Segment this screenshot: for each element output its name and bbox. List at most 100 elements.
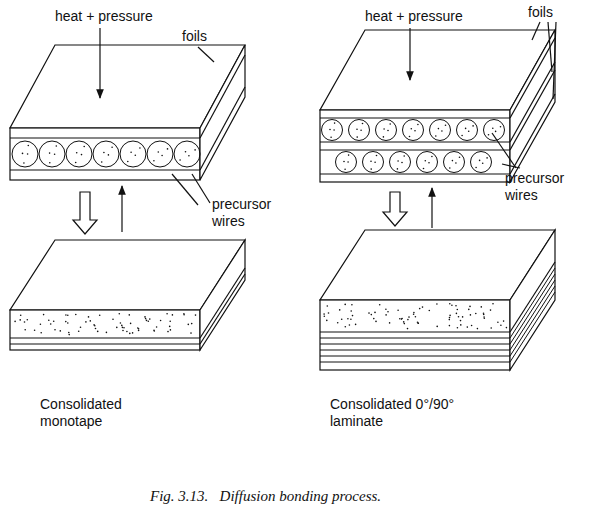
wire-dot <box>194 149 196 151</box>
wire-dot <box>330 137 332 139</box>
wire-dot <box>425 160 427 162</box>
part-label: precursor wires <box>212 196 292 230</box>
wire-dot <box>161 155 163 157</box>
wire-dot <box>362 123 364 125</box>
matrix-dot <box>389 322 391 324</box>
ply-line <box>320 350 510 351</box>
wire-dot <box>445 124 447 126</box>
matrix-dot <box>449 303 451 305</box>
matrix-dot <box>68 332 70 334</box>
matrix-dot <box>349 324 351 326</box>
matrix-dot <box>462 316 464 318</box>
matrix-dot <box>368 312 370 314</box>
matrix-dot <box>457 327 459 329</box>
matrix-dot <box>374 312 376 314</box>
matrix-dot <box>60 330 62 332</box>
matrix-dot <box>67 315 69 317</box>
wire-dot <box>465 128 467 130</box>
precursor-wire <box>363 152 384 173</box>
matrix-dot <box>126 331 128 333</box>
wire-dot <box>348 154 350 156</box>
matrix-dot <box>379 304 381 306</box>
wire-dot <box>468 130 470 132</box>
matrix-dot <box>43 314 45 316</box>
matrix-dot <box>429 310 431 312</box>
matrix-dot <box>65 321 67 323</box>
matrix-dot <box>40 332 42 334</box>
wire-dot <box>482 162 484 164</box>
matrix-dot <box>166 313 168 315</box>
ply-line <box>510 274 555 344</box>
part-label: precursor wires <box>505 170 585 204</box>
wire-dot <box>344 169 346 171</box>
matrix-dot <box>160 320 162 322</box>
matrix-dot <box>326 320 328 322</box>
wire-dot <box>343 161 345 163</box>
matrix-dot <box>90 320 92 322</box>
wire-dot <box>139 147 141 149</box>
ply-line <box>320 356 510 357</box>
wire-dot <box>397 168 399 170</box>
matrix-dot <box>355 324 357 326</box>
wire-dot <box>329 129 331 131</box>
precursor-wire <box>93 141 119 167</box>
wire-dot <box>334 122 336 124</box>
wire-dot <box>49 152 51 154</box>
matrix-dot <box>169 320 171 322</box>
wire-dot <box>333 129 335 131</box>
ply-line <box>510 286 555 356</box>
matrix-dot <box>449 319 451 321</box>
precursor-wire <box>390 152 411 173</box>
matrix-dot <box>144 316 146 318</box>
ply-line <box>320 362 510 363</box>
wire-dot <box>449 167 451 169</box>
precursor-wire <box>39 141 65 167</box>
matrix-dot <box>371 314 373 316</box>
matrix-dot <box>422 306 424 308</box>
part-label: foils <box>182 28 207 45</box>
wire-dot <box>22 153 24 155</box>
matrix-dot <box>148 320 150 322</box>
wire-dot <box>389 123 391 125</box>
matrix-dot <box>328 312 330 314</box>
matrix-dot <box>95 328 97 330</box>
wire-dot <box>75 162 77 164</box>
matrix-dot <box>116 327 118 329</box>
wire-dot <box>153 160 155 162</box>
matrix-dot <box>460 324 462 326</box>
wire-dot <box>167 148 169 150</box>
wire-dot <box>360 130 362 132</box>
matrix-dot <box>407 319 409 321</box>
wire-dot <box>428 162 430 164</box>
matrix-dot <box>122 327 124 329</box>
matrix-dot <box>170 329 172 331</box>
matrix-dot <box>99 314 101 316</box>
matrix-dot <box>385 314 387 316</box>
matrix-dot <box>418 322 420 324</box>
matrix-dot <box>106 332 108 334</box>
matrix-dot <box>53 321 55 323</box>
matrix-dot <box>375 321 377 323</box>
wire-dot <box>83 146 85 148</box>
matrix-dot <box>78 330 80 332</box>
wire-dot <box>27 153 29 155</box>
matrix-dot <box>20 314 22 316</box>
matrix-dot <box>97 331 99 333</box>
ply-line <box>320 344 510 345</box>
matrix-dot <box>167 331 169 333</box>
matrix-dot <box>497 322 499 324</box>
matrix-dot <box>341 318 343 320</box>
matrix-dot <box>415 316 417 318</box>
matrix-dot <box>457 309 459 311</box>
matrix-dot <box>492 303 494 305</box>
matrix-dot <box>88 316 90 318</box>
matrix-dot <box>324 316 326 318</box>
wire-dot <box>185 151 187 153</box>
matrix-dot <box>460 320 462 322</box>
matrix-dot <box>339 309 341 311</box>
matrix-dot <box>195 314 197 316</box>
matrix-dot <box>75 314 77 316</box>
matrix-dot <box>112 318 114 320</box>
matrix-dot <box>483 314 485 316</box>
matrix-dot <box>146 320 148 322</box>
